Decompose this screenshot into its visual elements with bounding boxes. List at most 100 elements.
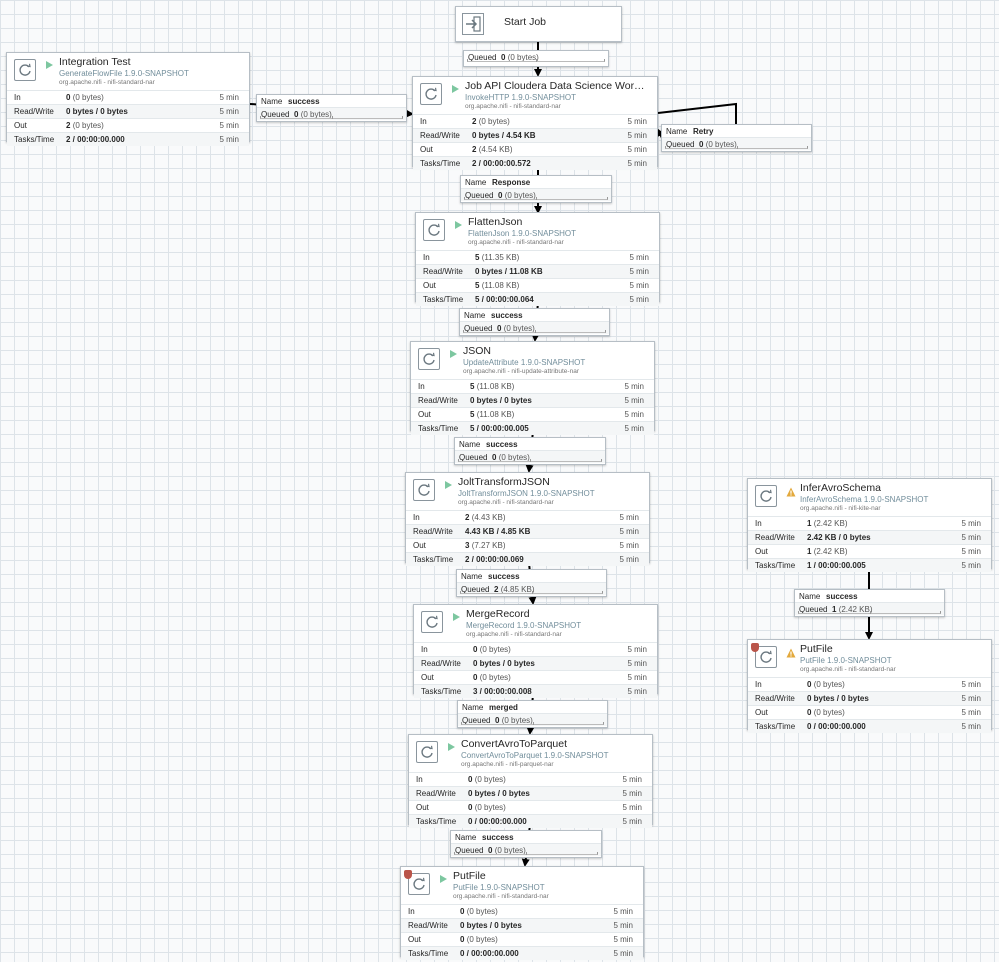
stat-value: 0 bytes / 0 bytes [66,107,128,116]
stat-window: 5 min [627,673,647,682]
connection-queued-row: Queued 2 (4.85 KB) [457,582,606,595]
stat-window: 5 min [613,907,633,916]
queued-label: Queued [461,585,490,594]
stat-window: 5 min [961,519,981,528]
stat-window: 5 min [629,267,649,276]
running-icon [46,61,53,69]
stat-value: 1 (2.42 KB) [807,519,848,528]
start-job-label: Start Job [504,16,547,28]
stat-window: 5 min [961,533,981,542]
stat-value: 0 bytes / 0 bytes [807,694,869,703]
stat-window: 5 min [627,131,647,140]
stat-label: Out [14,121,27,130]
start-job-connection[interactable]: Queued 0 (0 bytes) [463,50,609,67]
queue-progress [461,722,604,725]
stat-value: 0 (0 bytes) [468,775,506,784]
processor-bundle: org.apache.nifi - nifi-standard-nar [453,893,549,900]
queued-label: Queued [666,140,695,149]
processor-icon [420,83,442,105]
stat-label: Read/Write [423,267,463,276]
stat-value: 5 (11.08 KB) [475,281,520,290]
stat-window: 5 min [624,410,644,419]
name-label: Name [455,833,477,842]
stat-value: 0 bytes / 0 bytes [460,921,522,930]
processor-name: FlattenJson [468,216,523,228]
stat-label: Read/Write [413,527,453,536]
stat-label: Out [413,541,426,550]
processor-type: ConvertAvroToParquet 1.9.0-SNAPSHOT [461,751,609,760]
stat-value: 0 / 00:00:00.000 [460,949,519,958]
stat-value: 0 (0 bytes) [807,708,845,717]
stat-window: 5 min [219,135,239,144]
stat-label: In [423,253,430,262]
stat-window: 5 min [613,935,633,944]
queued-value: 2 (4.85 KB) [494,585,535,594]
processor-icon [413,479,435,501]
stat-value: 0 bytes / 0 bytes [470,396,532,405]
stat-value: 5 / 00:00:00.005 [470,424,529,433]
stat-window: 5 min [627,645,647,654]
stat-window: 5 min [622,775,642,784]
running-icon [453,613,460,621]
stat-value: 2 / 00:00:00.000 [66,135,125,144]
processor-type: MergeRecord 1.9.0-SNAPSHOT [466,621,582,630]
name-label: Name [666,127,688,136]
stat-label: Tasks/Time [418,424,459,433]
start-job-port[interactable]: Start Job [455,6,622,42]
stat-label: Out [421,673,434,682]
stat-window: 5 min [627,159,647,168]
stat-value: 0 bytes / 11.08 KB [475,267,543,276]
stat-value: 0 (0 bytes) [468,803,506,812]
stat-value: 5 (11.08 KB) [470,410,515,419]
warning-icon [786,487,796,497]
processor-job-api[interactable]: Job API Cloudera Data Science Wor…Invoke… [412,76,658,170]
connection-name: success [488,572,520,581]
connection-name: success [826,592,858,601]
connection-name: success [288,97,320,106]
stat-window: 5 min [624,424,644,433]
stat-window: 5 min [627,117,647,126]
queued-label: Queued [465,191,494,200]
stat-window: 5 min [961,694,981,703]
running-icon [445,481,452,489]
stat-label: Out [423,281,436,290]
processor-bundle: org.apache.nifi - nifi-standard-nar [800,666,896,673]
stat-window: 5 min [629,253,649,262]
